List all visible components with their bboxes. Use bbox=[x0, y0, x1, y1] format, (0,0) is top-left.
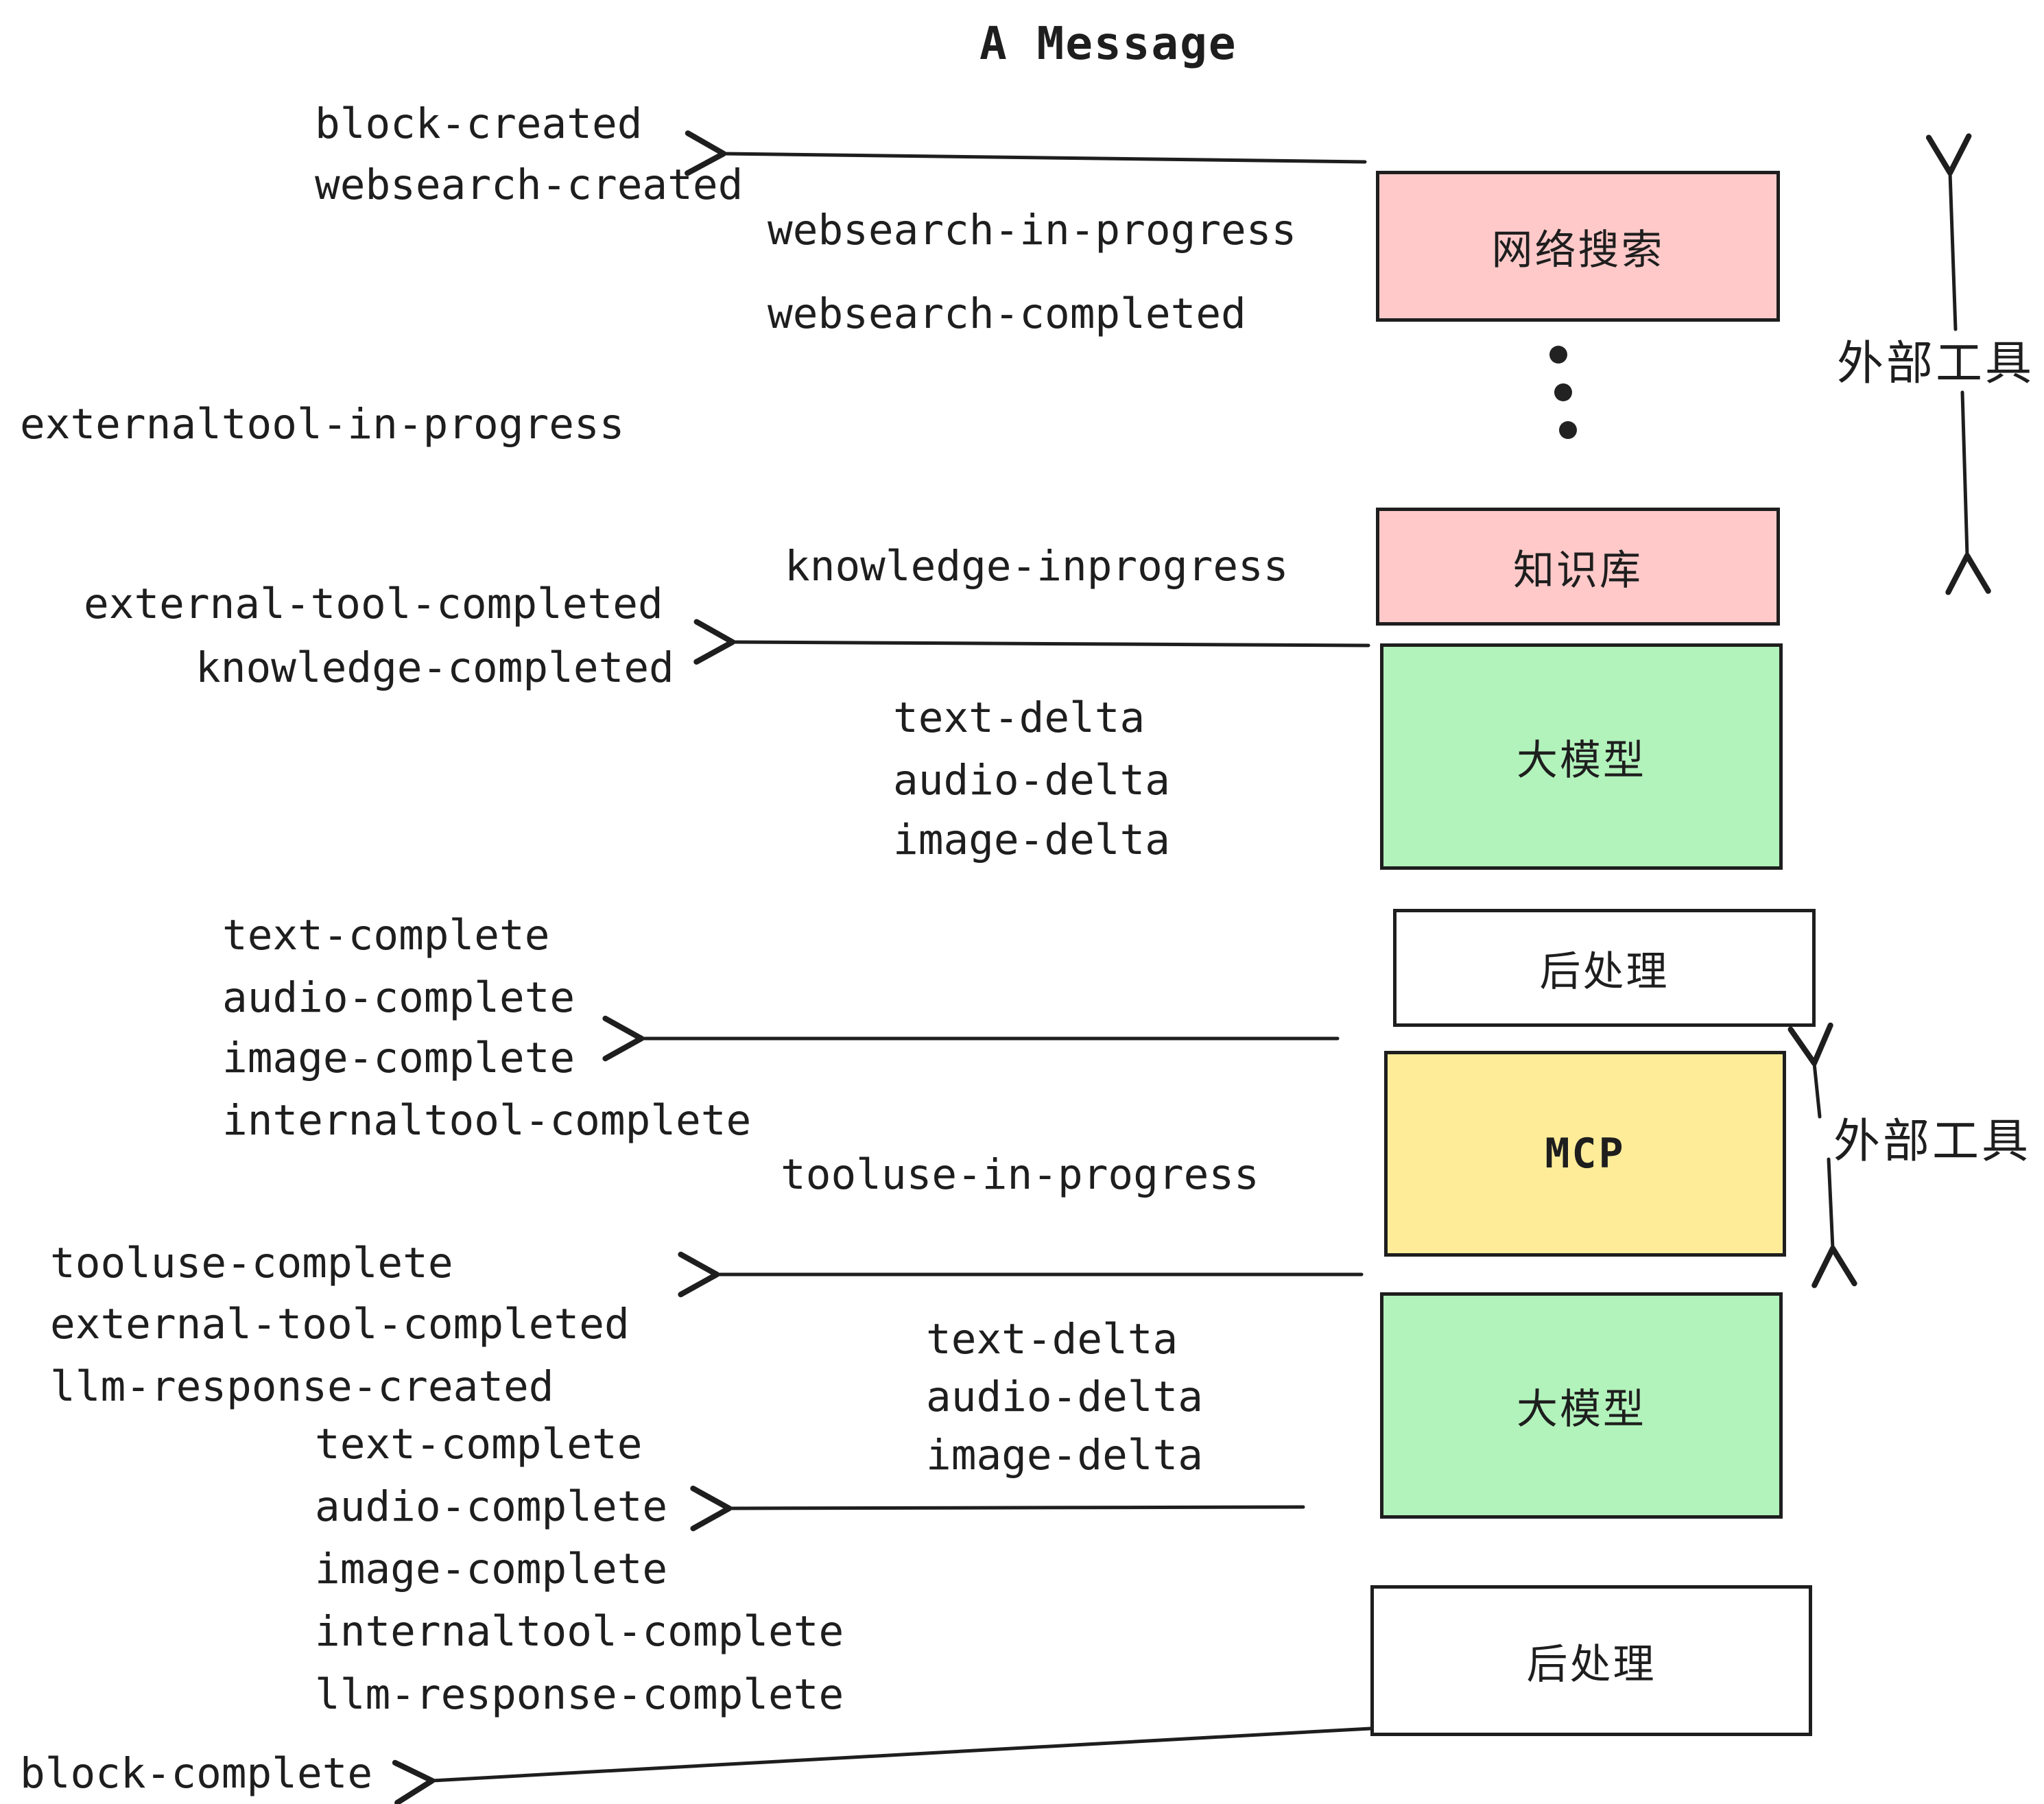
arrow-postprocess2-to-block-complete bbox=[392, 1726, 1372, 1804]
external-tools-bottom-up-arrow bbox=[1787, 1022, 1833, 1119]
box-mcp: MCP bbox=[1384, 1051, 1786, 1257]
event-label-audio-complete: audio-complete bbox=[222, 973, 575, 1022]
event-label-audio-delta: audio-delta bbox=[893, 756, 1170, 805]
box-knowledge-base-label: 知识库 bbox=[1513, 546, 1643, 595]
page-title: A Message bbox=[979, 17, 1237, 70]
event-label-websearch-created: websearch-created bbox=[315, 161, 744, 209]
ellipsis-dot-3 bbox=[1559, 421, 1577, 439]
event-label-websearch-in-progress: websearch-in-progress bbox=[768, 206, 1297, 254]
arrow-knowledge-to-completed bbox=[693, 619, 1370, 665]
event-label-text-complete: text-complete bbox=[222, 911, 550, 960]
ellipsis-dot-1 bbox=[1549, 346, 1567, 364]
event-label-text-delta: text-delta bbox=[893, 693, 1145, 742]
event-label-internaltool-complete-2: internaltool-complete bbox=[315, 1607, 844, 1656]
box-postprocess-2: 后处理 bbox=[1370, 1585, 1812, 1736]
box-llm-1-label: 大模型 bbox=[1517, 736, 1646, 785]
box-postprocess-1: 后处理 bbox=[1393, 909, 1816, 1027]
event-label-text-complete-2: text-complete bbox=[315, 1420, 643, 1469]
external-tools-top-up-arrow bbox=[1925, 133, 1972, 331]
event-label-llm-response-created: llm-response-created bbox=[50, 1362, 554, 1411]
box-postprocess-2-label: 后处理 bbox=[1526, 1640, 1656, 1689]
box-postprocess-1-label: 后处理 bbox=[1539, 947, 1669, 996]
event-label-tooluse-complete: tooluse-complete bbox=[50, 1239, 453, 1287]
external-tools-top-down-arrow bbox=[1945, 390, 1991, 595]
ellipsis-dot-2 bbox=[1554, 383, 1572, 401]
box-websearch: 网络搜索 bbox=[1376, 171, 1780, 322]
event-label-externaltool-in-progress: externaltool-in-progress bbox=[20, 400, 625, 449]
annotation-external-tools-top: 外部工具 bbox=[1837, 337, 2035, 391]
box-llm-2: 大模型 bbox=[1380, 1292, 1783, 1519]
event-label-internaltool-complete: internaltool-complete bbox=[222, 1096, 752, 1145]
event-label-knowledge-inprogress: knowledge-inprogress bbox=[785, 542, 1289, 591]
event-label-image-delta: image-delta bbox=[893, 816, 1170, 864]
event-label-image-delta-2: image-delta bbox=[926, 1431, 1203, 1480]
event-label-audio-complete-2: audio-complete bbox=[315, 1482, 668, 1531]
event-label-image-complete: image-complete bbox=[222, 1034, 575, 1082]
annotation-external-tools-bottom: 外部工具 bbox=[1833, 1115, 2032, 1169]
arrow-llm2-to-audio-complete bbox=[690, 1485, 1305, 1532]
event-label-block-complete: block-complete bbox=[20, 1749, 373, 1798]
box-llm-1: 大模型 bbox=[1380, 643, 1783, 870]
ellipsis-dots bbox=[1549, 346, 1577, 439]
event-label-knowledge-completed: knowledge-completed bbox=[195, 643, 674, 692]
event-label-llm-response-complete: llm-response-complete bbox=[315, 1670, 844, 1719]
event-label-block-created: block-created bbox=[315, 99, 643, 148]
event-label-image-complete-2: image-complete bbox=[315, 1545, 668, 1593]
box-knowledge-base: 知识库 bbox=[1376, 508, 1780, 626]
box-mcp-label: MCP bbox=[1545, 1130, 1626, 1178]
event-label-audio-delta-2: audio-delta bbox=[926, 1373, 1203, 1421]
external-tools-bottom-down-arrow bbox=[1811, 1157, 1857, 1288]
event-label-external-tool-completed: external-tool-completed bbox=[84, 580, 663, 628]
box-websearch-label: 网络搜索 bbox=[1491, 226, 1665, 274]
event-label-tooluse-in-progress: tooluse-in-progress bbox=[781, 1150, 1259, 1199]
arrow-websearch-to-created bbox=[685, 130, 1367, 176]
event-label-text-delta-2: text-delta bbox=[926, 1315, 1178, 1364]
event-label-websearch-completed: websearch-completed bbox=[768, 289, 1246, 338]
event-label-external-tool-completed-2: external-tool-completed bbox=[50, 1300, 630, 1349]
box-llm-2-label: 大模型 bbox=[1517, 1385, 1646, 1434]
